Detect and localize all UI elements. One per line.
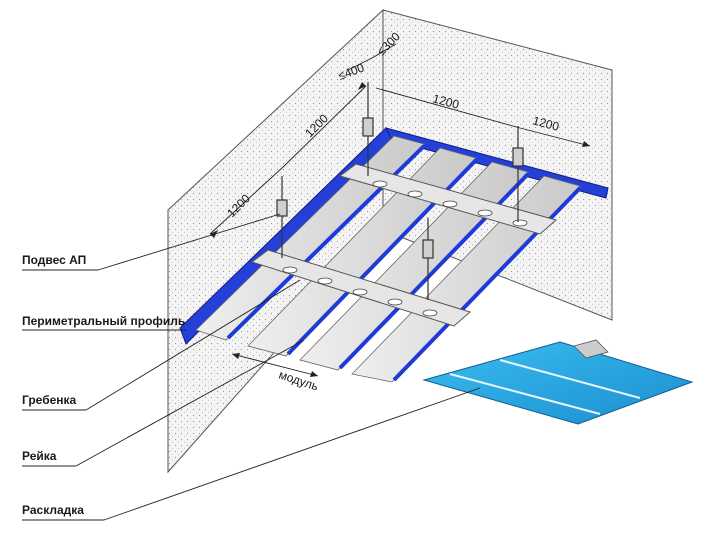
callout-hanger: Подвес АП [22,253,86,267]
combs [250,163,558,327]
hanger-body [362,117,374,137]
callout-comb: Гребенка [22,393,77,407]
callout-leaders [22,213,481,521]
comb-clips [282,180,528,317]
hanger-body [422,239,434,259]
insert-panel [422,339,694,425]
callout-perimeter-profile: Периметральный профиль [22,314,185,328]
hanger-body [276,199,288,217]
dim-1200-top: 1200 [431,91,461,112]
hanger-body [512,147,524,167]
hangers [276,82,524,300]
dimension-lines [209,43,591,377]
slat [247,147,477,357]
dim-1200-right: 1200 [531,113,561,134]
comb [250,249,472,327]
callout-slat: Рейка [22,449,57,463]
perimeter-profile-left [179,127,393,345]
comb [338,163,558,235]
callout-insert: Раскладка [22,503,84,517]
slat [195,135,425,341]
callout-labels: Подвес АП Периметральный профиль Гребенк… [22,253,185,517]
